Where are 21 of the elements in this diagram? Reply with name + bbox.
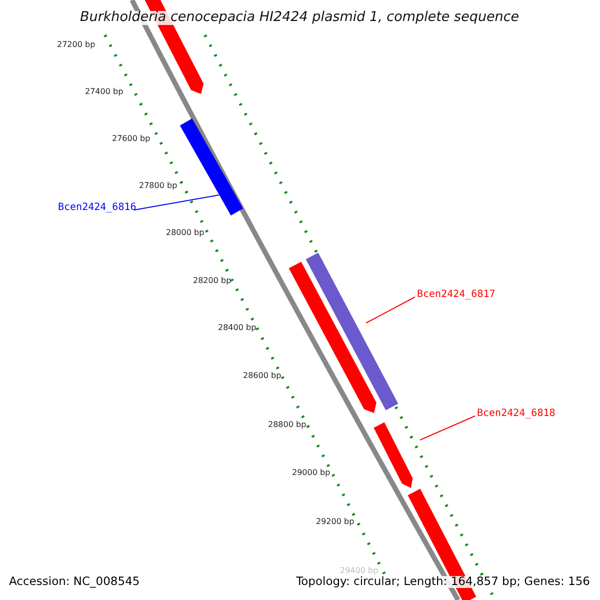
accession-text: Accession: NC_008545: [9, 576, 140, 588]
gene-label: Bcen2424_6817: [417, 290, 496, 300]
gene-bar: [374, 422, 413, 488]
gene-label: Bcen2424_6816: [58, 203, 136, 213]
leader-line: [134, 194, 220, 210]
tick-label: 28000 bp: [166, 229, 204, 237]
gene-label: Bcen2424_6818: [477, 409, 556, 419]
tick-label: 28200 bp: [193, 277, 232, 285]
leader-line: [366, 296, 416, 324]
title: Burkholderia cenocepacia HI2424 plasmid 1, complete sequence: [80, 11, 520, 24]
gene-bar: [180, 118, 244, 216]
tick-label: 29000 bp: [292, 469, 330, 477]
tick-label: 28400 bp: [218, 324, 256, 332]
tick-label: 29200 bp: [316, 518, 354, 526]
gene-bar: [306, 252, 398, 410]
leader-line: [420, 416, 476, 440]
summary-text: Topology: circular; Length: 164,857 bp; Genes: 156: [296, 576, 590, 588]
tick-label: 28800 bp: [268, 421, 306, 429]
gene-bar: [288, 262, 376, 413]
tick-label: 27200 bp: [57, 41, 96, 49]
tick-label: 27600 bp: [112, 135, 150, 143]
